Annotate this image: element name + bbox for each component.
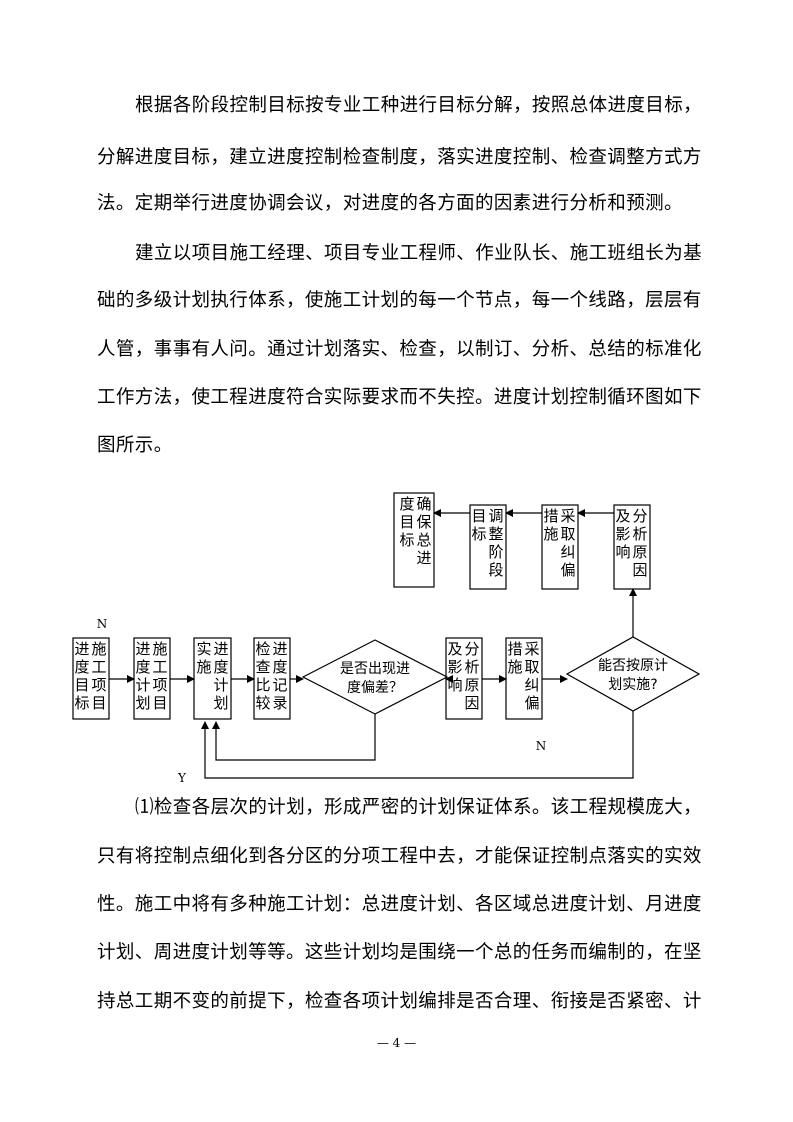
flow-decision-text: 划实施?: [608, 677, 657, 693]
paragraph-line: 持总工期不变的前提下，检查各项计划编排是否合理、衔接是否紧密、计: [97, 991, 702, 1012]
flow-box-char: 整: [488, 525, 503, 543]
flow-box-char: 录: [272, 694, 287, 712]
flow-box-char: 进: [213, 640, 228, 658]
flow-box-char: 施: [91, 640, 106, 658]
flow-box-char: 项: [152, 676, 167, 694]
flow-box-char: 查: [255, 658, 270, 676]
paragraph-line: 础的多级计划执行体系，使施工计划的每一个节点，每一个线路，层层有: [97, 290, 702, 311]
flow-box-char: 目: [152, 694, 167, 712]
flow-box-char: 工: [152, 658, 167, 676]
flow-box-char: 因: [632, 561, 647, 579]
flow-box-t2: [541, 504, 579, 590]
flow-box-char: 进: [272, 640, 287, 658]
flow-label-n_right: N: [536, 739, 547, 753]
flow-box-char: 因: [464, 694, 479, 712]
flow-box-char: 及: [447, 640, 462, 658]
flow-box-char: 偏: [560, 561, 575, 579]
page-number: — 4 —: [376, 1036, 417, 1050]
flow-box-char: 分: [632, 507, 647, 525]
flow-decision-text: 度偏差？: [347, 680, 403, 696]
flow-box-char: 度: [399, 495, 414, 513]
flow-box-t3: [469, 504, 507, 590]
flow-box-char: 措: [543, 507, 558, 525]
paragraph-line: 计划、周进度计划等等。这些计划均是围绕一个总的任务而编制的，在坚: [97, 942, 702, 963]
flow-box-char: 分: [464, 640, 479, 658]
flow-box-char: 阶: [488, 543, 503, 561]
flow-box-char: 总: [416, 531, 431, 549]
paragraph-line: 性。施工中将有多种施工计划：总进度计划、各区域总进度计划、月进度: [97, 894, 702, 915]
flow-box-char: 影: [447, 658, 462, 676]
paragraph-line: 建立以项目施工经理、项目专业工程师、作业队长、施工班组长为基: [135, 243, 703, 264]
flow-box-char: 计: [213, 676, 228, 694]
paragraph-line: 根据各阶段控制目标按专业工种进行目标分解，按照总体进度目标，: [135, 95, 703, 116]
flow-box-char: 段: [488, 561, 503, 579]
flow-box-char: 标: [399, 531, 414, 549]
flow-label-y_bottom: Y: [177, 771, 187, 785]
flow-box-char: 响: [447, 676, 462, 694]
flow-box-char: 度: [74, 658, 89, 676]
flow-box-char: 采: [560, 507, 575, 525]
flow-box-char: 目: [399, 513, 414, 531]
paragraph-line: 工作方法，使工程进度符合实际要求而不失控。进度计划控制循环图如下: [97, 387, 702, 408]
flow-decision-d2: [565, 636, 701, 712]
flow-loop-arrow: [201, 711, 634, 779]
flow-box-char: 施: [543, 525, 558, 543]
flow-box-char: 析: [632, 525, 647, 543]
flow-decision-text: 能否按原计: [598, 658, 668, 674]
flow-box-char: 检: [255, 640, 270, 658]
flow-box-char: 实: [196, 640, 211, 658]
paragraph-line: ⑴检查各层次的计划，形成严密的计划保证体系。该工程规模庞大，: [135, 797, 703, 818]
flow-box-char: 纠: [524, 676, 539, 694]
flow-box-char: 标: [471, 525, 486, 543]
flow-decision-text: 是否出现进: [340, 661, 410, 677]
flow-box-char: 度: [213, 658, 228, 676]
flow-box-char: 原: [632, 543, 647, 561]
flow-box-char: 划: [135, 694, 150, 712]
paragraph-line: 分解进度目标，建立进度控制检查制度，落实进度控制、检查调整方式方: [97, 147, 702, 168]
flow-box-char: 措: [507, 640, 522, 658]
progress-control-flowchart: 施工项目进度目标施工项目进度计划进度计划实施进度记录检查比较分析原因及影响采取纠…: [72, 492, 701, 785]
paragraph-line: 人管，事事有人问。通过计划落实、检查，以制订、分析、总结的标准化: [97, 339, 702, 360]
flow-label-n_top: N: [97, 617, 108, 631]
flow-box-char: 取: [560, 525, 575, 543]
flow-box-char: 进: [416, 549, 431, 567]
flow-box-char: 项: [91, 676, 106, 694]
flow-box-char: 影: [615, 525, 630, 543]
flow-decision-d1: [301, 639, 449, 715]
paragraph-line: 图所示。: [97, 435, 173, 456]
flow-box-char: 计: [135, 676, 150, 694]
flow-box-char: 标: [74, 694, 89, 712]
flow-box-char: 响: [615, 543, 630, 561]
flow-box-char: 及: [615, 507, 630, 525]
flow-box-char: 施: [507, 658, 522, 676]
flow-box-char: 度: [135, 658, 150, 676]
flow-box-char: 目: [471, 507, 486, 525]
flow-box-char: 确: [416, 495, 431, 513]
flow-box-char: 施: [196, 658, 211, 676]
flow-box-char: 采: [524, 640, 539, 658]
flow-box-char: 进: [135, 640, 150, 658]
paragraph-line: 只有将控制点细化到各分区的分项工程中去，才能保证控制点落实的实效: [97, 846, 702, 867]
flow-box-t4: [393, 492, 435, 588]
flow-loop-arrow: [212, 714, 376, 761]
flow-box-char: 记: [272, 676, 287, 694]
flow-box-char: 调: [488, 507, 503, 525]
flow-box-char: 取: [524, 658, 539, 676]
flow-box-char: 目: [74, 676, 89, 694]
flow-box-char: 划: [213, 694, 228, 712]
flow-box-char: 度: [272, 658, 287, 676]
flow-box-char: 施: [152, 640, 167, 658]
flow-box-char: 工: [91, 658, 106, 676]
flow-box-char: 目: [91, 694, 106, 712]
flow-box-char: 进: [74, 640, 89, 658]
flow-box-char: 析: [464, 658, 479, 676]
flow-box-char: 偏: [524, 694, 539, 712]
flow-box-char: 原: [464, 676, 479, 694]
flow-box-char: 纠: [560, 543, 575, 561]
flow-box-char: 较: [255, 694, 270, 712]
flow-box-char: 比: [255, 676, 270, 694]
paragraph-line: 法。定期举行进度协调会议，对进度的各方面的因素进行分析和预测。: [97, 193, 683, 214]
flow-box-char: 保: [416, 513, 431, 531]
